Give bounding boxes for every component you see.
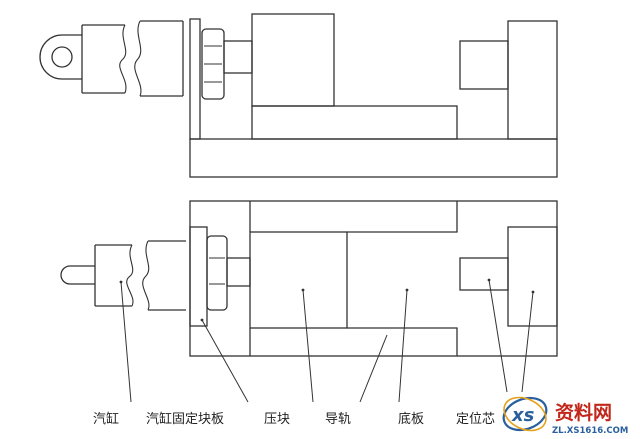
- label-cylinder-fixing-plate: 汽缸固定块板: [146, 411, 224, 427]
- top-locating-core: [459, 40, 509, 90]
- bottom-view: [60, 200, 558, 357]
- bottom-core-support: [507, 226, 558, 327]
- top-base-plate: [189, 138, 558, 178]
- top-guide-rail: [251, 105, 458, 140]
- bottom-locating-core: [459, 257, 509, 291]
- watermark: xs 资料网 ZL.XS1616.COM: [502, 396, 628, 436]
- labels: 汽缸 汽缸固定块板 压块 导轨 底板 定位芯: [93, 411, 495, 427]
- top-fixing-plate: [189, 18, 201, 140]
- watermark-logo: xs: [502, 396, 548, 432]
- watermark-url: ZL.XS1616.COM: [552, 426, 628, 436]
- label-base-plate: 底板: [398, 411, 424, 427]
- top-press-block: [251, 13, 335, 107]
- label-locating-core: 定位芯: [456, 412, 495, 427]
- bottom-threaded-rod: [226, 257, 251, 287]
- bottom-base-plate: [189, 200, 558, 357]
- bottom-cylinder-body: [94, 240, 186, 311]
- bottom-nut: [206, 235, 228, 311]
- svg-text:xs: xs: [511, 405, 535, 426]
- label-cylinder: 汽缸: [93, 411, 119, 427]
- watermark-name: 资料网: [555, 401, 612, 424]
- label-press-block: 压块: [264, 412, 290, 427]
- bottom-press-block: [249, 231, 348, 329]
- bottom-guide-rail: [249, 201, 458, 356]
- top-cylinder-body: [81, 20, 184, 97]
- leader-lines: [120, 279, 534, 403]
- top-view: [39, 13, 558, 178]
- bottom-cylinder-rod: [60, 265, 95, 285]
- label-guide-rail: 导轨: [325, 412, 351, 427]
- top-threaded-rod: [223, 40, 253, 74]
- top-cylinder-eye: [39, 34, 82, 80]
- bottom-fixing-plate: [189, 226, 208, 327]
- top-core-support: [507, 20, 558, 140]
